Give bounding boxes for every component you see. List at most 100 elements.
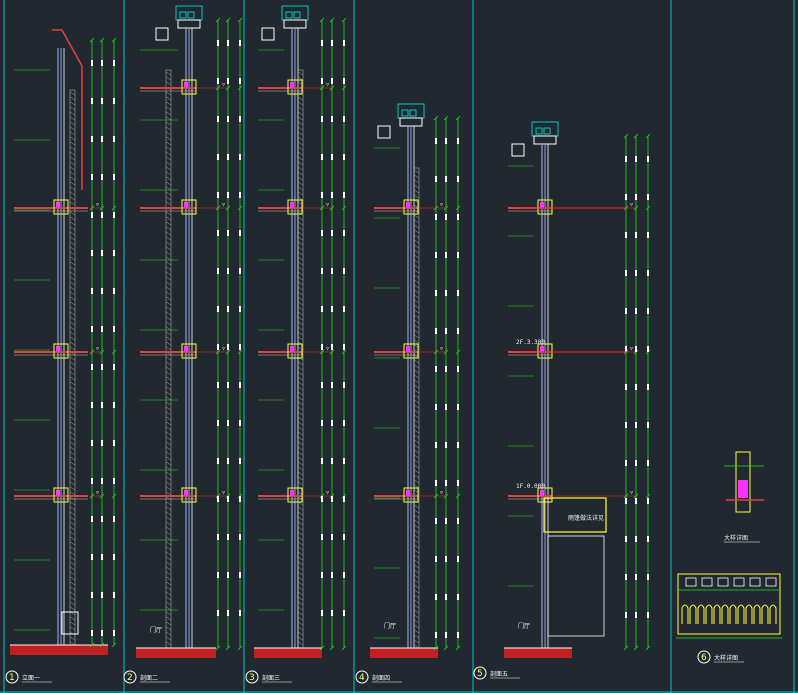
- hatch-stroke: [165, 451, 172, 456]
- dim-text-mark: [445, 556, 447, 562]
- dim-text-mark: [217, 78, 219, 84]
- dim-text-mark: [101, 592, 103, 598]
- dimension-tick: [111, 37, 117, 43]
- hatch-stroke: [69, 311, 76, 316]
- hatch-stroke: [413, 299, 420, 304]
- dim-text-mark: [91, 326, 93, 332]
- pavilion-arch-left: [401, 109, 409, 117]
- hatch-stroke: [297, 316, 304, 321]
- hatch-stroke: [165, 231, 172, 236]
- dim-text-mark: [91, 554, 93, 560]
- dim-text-mark: [445, 518, 447, 524]
- dimension-tick: [645, 645, 651, 651]
- dimension-tick: [215, 645, 221, 651]
- hatch-stroke: [297, 156, 304, 161]
- dimension-tick: [89, 37, 95, 43]
- dim-text-mark: [321, 268, 323, 274]
- dim-text-mark: [101, 630, 103, 636]
- level-mark-0: ▽: [440, 202, 443, 208]
- hatch-stroke: [413, 519, 420, 524]
- dim-text-mark: [227, 382, 229, 388]
- hatch-stroke: [165, 496, 172, 501]
- dim-text-mark: [321, 572, 323, 578]
- hatch-stroke: [413, 244, 420, 249]
- panel-caption-6: 大样详图: [714, 654, 738, 662]
- dim-text-mark: [647, 460, 649, 466]
- dim-text-mark: [91, 516, 93, 522]
- dimension-tick: [111, 205, 117, 211]
- hatch-stroke: [165, 411, 172, 416]
- hatch-stroke: [69, 171, 76, 176]
- dim-text-mark: [343, 534, 345, 540]
- dim-text-mark: [343, 382, 345, 388]
- dimension-tick: [329, 205, 335, 211]
- dim-text-mark: [113, 402, 115, 408]
- dim-text-mark: [625, 460, 627, 466]
- dimension-tick: [455, 645, 461, 651]
- dim-text-mark: [217, 230, 219, 236]
- dim-text-mark: [113, 326, 115, 332]
- hatch-stroke: [297, 111, 304, 116]
- hatch-stroke: [297, 381, 304, 386]
- hatch-stroke: [413, 629, 420, 634]
- dim-text-mark: [91, 136, 93, 142]
- section-annotation-2: 雨篷做法详见: [568, 514, 604, 522]
- hatch-stroke: [165, 511, 172, 516]
- section-annotation-5: 门厅: [518, 622, 530, 630]
- hatch-stroke: [69, 216, 76, 221]
- dimension-tick: [623, 645, 629, 651]
- panel-number-circle-6: [697, 650, 711, 664]
- hatch-stroke: [297, 336, 304, 341]
- hatch-stroke: [413, 339, 420, 344]
- hatch-stroke: [297, 471, 304, 476]
- window-frame-1: [53, 343, 69, 359]
- panel-caption-1: 立面一: [22, 674, 40, 682]
- dim-text-mark: [239, 40, 241, 46]
- hatch-stroke: [165, 436, 172, 441]
- hatch-stroke: [165, 201, 172, 206]
- dimension-tick: [633, 205, 639, 211]
- dim-text-mark: [239, 116, 241, 122]
- hatch-stroke: [165, 576, 172, 581]
- hatch-stroke: [69, 456, 76, 461]
- window-sash-1: [540, 346, 544, 352]
- hatch-stroke: [165, 541, 172, 546]
- dim-text-mark: [227, 496, 229, 502]
- hatch-stroke: [413, 479, 420, 484]
- dim-text-mark: [343, 268, 345, 274]
- hatch-stroke: [165, 171, 172, 176]
- dimension-tick: [225, 17, 231, 23]
- dim-text-mark: [217, 344, 219, 350]
- dim-text-mark: [113, 174, 115, 180]
- hatch-stroke: [165, 581, 172, 586]
- hatch-stroke: [413, 359, 420, 364]
- dim-text-mark: [625, 346, 627, 352]
- hatch-stroke: [297, 291, 304, 296]
- baluster-4: [713, 604, 721, 624]
- dim-text-mark: [239, 534, 241, 540]
- dim-text-mark: [321, 78, 323, 84]
- dim-text-mark: [227, 534, 229, 540]
- dim-text-mark: [331, 382, 333, 388]
- hatch-stroke: [69, 496, 76, 501]
- hatch-stroke: [413, 529, 420, 534]
- ground-hatch: [370, 648, 438, 658]
- hatch-stroke: [69, 591, 76, 596]
- parapet-block: [377, 125, 391, 139]
- hatch-stroke: [297, 246, 304, 251]
- dim-text-mark: [217, 534, 219, 540]
- level-mark-1: ▽: [96, 346, 99, 352]
- dim-text-mark: [217, 382, 219, 388]
- dim-text-mark: [457, 480, 459, 486]
- hatch-stroke: [69, 336, 76, 341]
- window-frame-0: [181, 79, 197, 95]
- hatch-stroke: [69, 411, 76, 416]
- hatch-stroke: [165, 371, 172, 376]
- level-mark-3: ▽: [326, 490, 329, 496]
- ground-hatch: [504, 648, 572, 658]
- window-sash-0: [290, 82, 294, 88]
- hatch-stroke: [69, 551, 76, 556]
- dim-text-mark: [91, 402, 93, 408]
- panel-number-circle-1: [5, 670, 19, 684]
- hatch-stroke: [165, 441, 172, 446]
